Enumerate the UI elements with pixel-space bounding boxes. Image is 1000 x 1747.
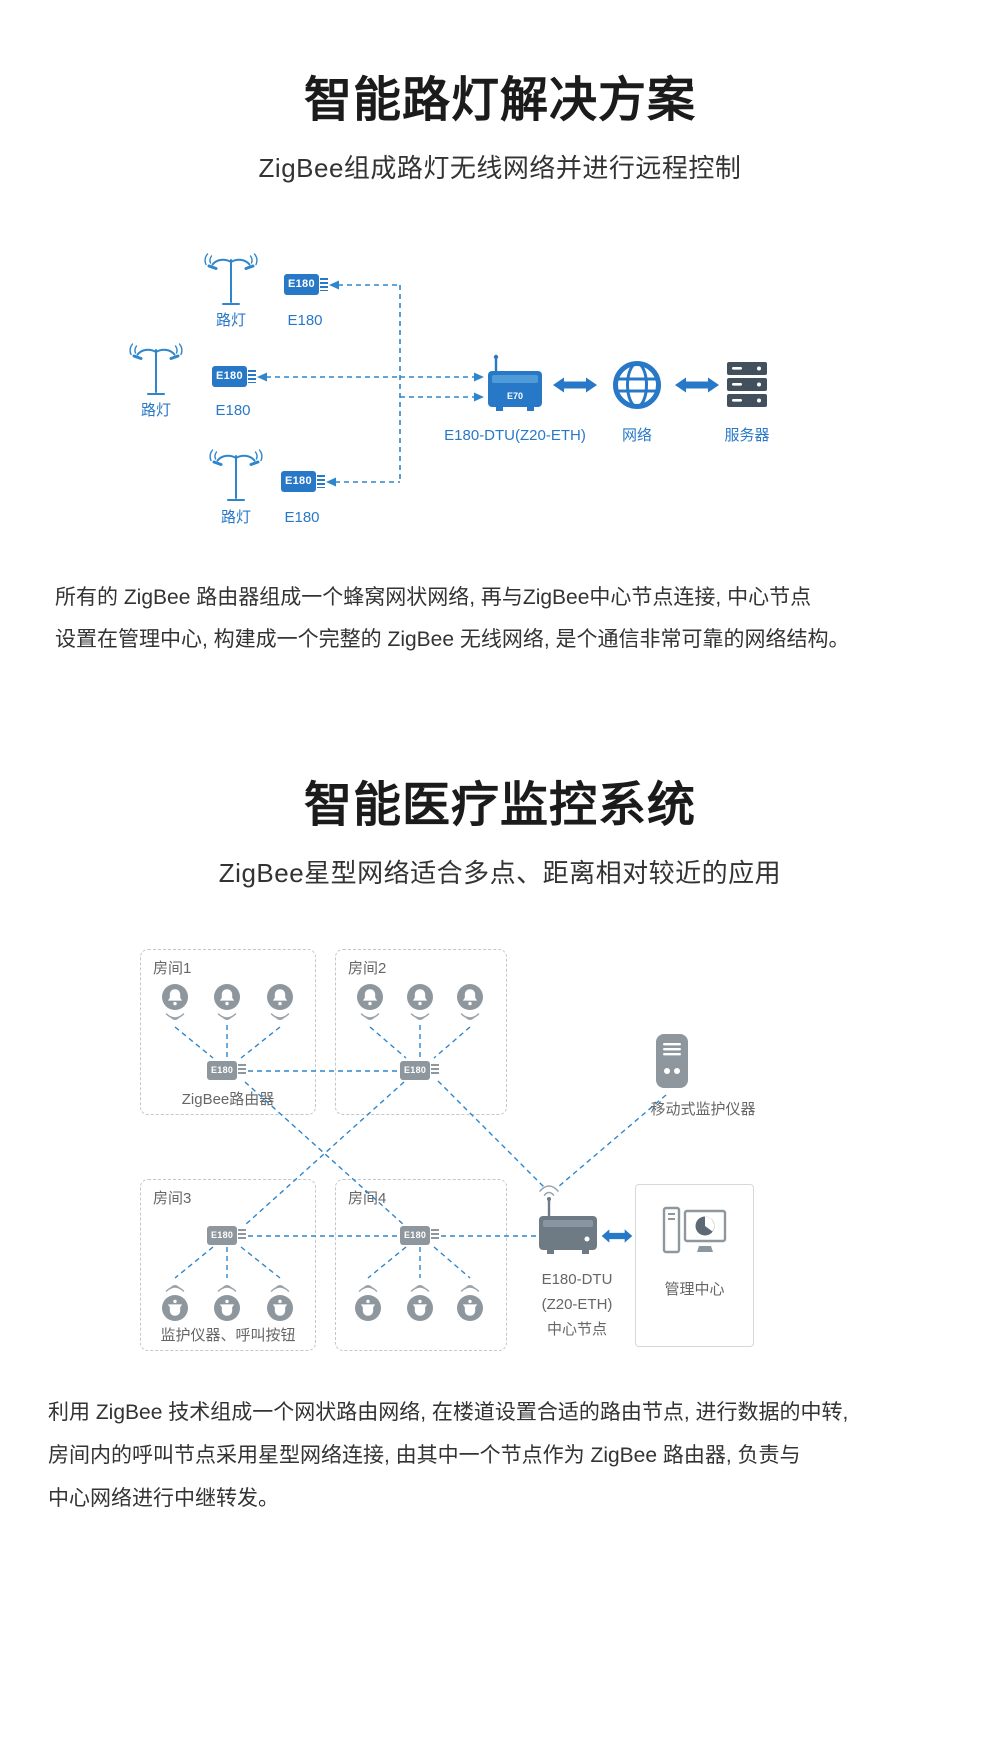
call-bell-icon bbox=[214, 1281, 240, 1326]
paragraph-line: 中心网络进行中继转发。 bbox=[48, 1486, 279, 1510]
lamp-label: 路灯 bbox=[140, 402, 171, 420]
street-light-diagram: 路灯 E180 E180 路灯 E180 E180 bbox=[0, 227, 1000, 547]
e180-label: E180 bbox=[287, 312, 323, 330]
call-bell-icon bbox=[407, 1281, 433, 1326]
double-arrow-icon bbox=[552, 376, 598, 399]
call-bell-icon bbox=[267, 983, 293, 1029]
e180-label: E180 bbox=[215, 402, 251, 420]
e180-module-badge: E180 bbox=[400, 1225, 431, 1245]
e180-module-badge: E180 bbox=[207, 1225, 238, 1245]
management-center-label: 管理中心 bbox=[664, 1280, 725, 1298]
call-bell-icon bbox=[267, 1281, 293, 1326]
e180-module-badge: E180 bbox=[284, 274, 319, 296]
e180-module: E180 bbox=[207, 1060, 247, 1080]
pin-header-icon bbox=[247, 370, 256, 384]
dtu-badge: E70 bbox=[507, 391, 523, 401]
street-light-icon bbox=[207, 441, 265, 510]
double-arrow-icon bbox=[601, 1228, 633, 1249]
room-label: 房间4 bbox=[348, 1189, 387, 1207]
pin-header-icon bbox=[316, 475, 325, 489]
center-dtu-icon bbox=[537, 1179, 601, 1268]
mobile-monitor-label: 移动式监护仪器 bbox=[650, 1100, 756, 1118]
room-label: 房间2 bbox=[348, 959, 387, 977]
call-bell-icon bbox=[162, 983, 188, 1029]
section1-paragraph: 所有的 ZigBee 路由器组成一个蜂窝网状网络, 再与ZigBee中心节点连接… bbox=[55, 577, 1000, 661]
center-dtu-label-line: E180-DTU bbox=[541, 1270, 613, 1288]
room-box-3: 房间3 监护仪器、呼叫按钮 bbox=[140, 1178, 316, 1351]
pin-header-icon bbox=[431, 1229, 440, 1242]
center-dtu-label-line: 中心节点 bbox=[546, 1320, 607, 1338]
lamp-label: 路灯 bbox=[220, 509, 251, 527]
street-light-icon bbox=[127, 335, 185, 404]
server-icon bbox=[726, 359, 768, 416]
e180-module-badge: E180 bbox=[400, 1060, 431, 1080]
lamp-label: 路灯 bbox=[215, 312, 246, 330]
computer-icon bbox=[662, 1205, 728, 1262]
e180-module: E180 bbox=[207, 1225, 247, 1245]
e180-module-badge: E180 bbox=[281, 471, 316, 493]
call-bell-icon bbox=[407, 983, 433, 1029]
call-bell-icon bbox=[457, 983, 483, 1029]
section2-title: 智能医疗监控系统 bbox=[303, 779, 696, 833]
mobile-monitor-icon bbox=[652, 1033, 692, 1096]
center-dtu-label: E180-DTU (Z20-ETH) 中心节点 bbox=[517, 1267, 637, 1342]
paragraph-line: 房间内的呼叫节点采用星型网络连接, 由其中一个节点作为 ZigBee 路由器, … bbox=[48, 1443, 801, 1467]
call-bell-icon bbox=[357, 983, 383, 1029]
e180-module: E180 bbox=[400, 1225, 440, 1245]
call-bell-icon bbox=[214, 983, 240, 1029]
section2-paragraph: 利用 ZigBee 技术组成一个网状路由网络, 在楼道设置合适的路由节点, 进行… bbox=[48, 1391, 1000, 1520]
room-box-2: 房间2 bbox=[335, 948, 507, 1115]
paragraph-line: 利用 ZigBee 技术组成一个网状路由网络, 在楼道设置合适的路由节点, 进行… bbox=[48, 1400, 849, 1424]
e180-module-badge: E180 bbox=[207, 1060, 238, 1080]
dtu-device-icon: E70 bbox=[486, 354, 544, 419]
e180-label: E180 bbox=[284, 509, 320, 527]
e180-module: E180 bbox=[281, 471, 325, 493]
globe-icon bbox=[612, 360, 662, 415]
room-caption: ZigBee路由器 bbox=[181, 1090, 275, 1108]
server-label: 服务器 bbox=[724, 427, 770, 445]
e180-module: E180 bbox=[284, 274, 328, 296]
medical-monitoring-diagram: 房间1 ZigBee路由器 房间2 房间3 监护仪器、呼叫按钮 房间4 bbox=[0, 929, 1000, 1359]
paragraph-line: 所有的 ZigBee 路由器组成一个蜂窝网状网络, 再与ZigBee中心节点连接… bbox=[55, 586, 812, 610]
room-label: 房间1 bbox=[153, 959, 192, 977]
e180-module: E180 bbox=[212, 366, 256, 388]
room-label: 房间3 bbox=[153, 1189, 192, 1207]
room-caption: 监护仪器、呼叫按钮 bbox=[160, 1326, 296, 1344]
paragraph-line: 设置在管理中心, 构建成一个完整的 ZigBee 无线网络, 是个通信非常可靠的… bbox=[55, 628, 850, 652]
call-bell-icon bbox=[355, 1281, 381, 1326]
call-bell-icon bbox=[457, 1281, 483, 1326]
dtu-label: E180-DTU(Z20-ETH) bbox=[444, 427, 586, 445]
e180-module-badge: E180 bbox=[212, 366, 247, 388]
call-bell-icon bbox=[162, 1281, 188, 1326]
street-light-icon bbox=[202, 245, 260, 314]
management-center-box: 管理中心 bbox=[635, 1183, 754, 1347]
pin-header-icon bbox=[238, 1064, 247, 1077]
network-label: 网络 bbox=[621, 427, 652, 445]
section1-subtitle: ZigBee组成路灯无线网络并进行远程控制 bbox=[258, 152, 742, 183]
pin-header-icon bbox=[319, 278, 328, 292]
room-box-1: 房间1 ZigBee路由器 bbox=[140, 948, 316, 1115]
section1-title: 智能路灯解决方案 bbox=[303, 74, 696, 127]
center-dtu-label-line: (Z20-ETH) bbox=[541, 1295, 613, 1313]
pin-header-icon bbox=[238, 1229, 247, 1242]
e180-module: E180 bbox=[400, 1060, 440, 1080]
double-arrow-icon bbox=[674, 376, 720, 399]
section2-subtitle: ZigBee星型网络适合多点、距离相对较近的应用 bbox=[218, 857, 782, 888]
pin-header-icon bbox=[431, 1064, 440, 1077]
